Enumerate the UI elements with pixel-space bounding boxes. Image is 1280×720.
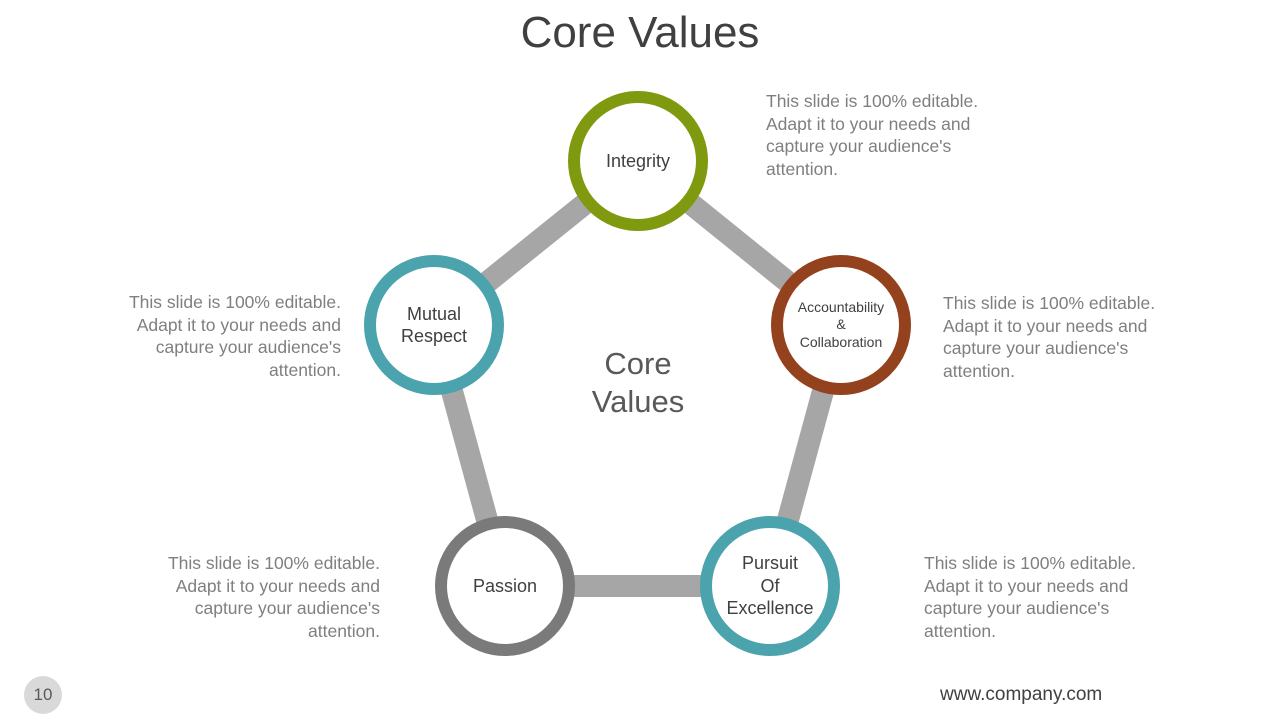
slide-title: Core Values xyxy=(520,8,760,57)
node-label-mutual: Mutual Respect xyxy=(400,303,468,347)
node-rings xyxy=(364,91,911,656)
ring-passion xyxy=(435,516,575,656)
website-url: www.company.com xyxy=(940,684,1103,705)
ring-integrity xyxy=(568,91,708,231)
node-label-passion: Passion xyxy=(472,576,538,596)
description-mutual: This slide is 100% editable. Adapt it to… xyxy=(128,292,341,380)
center-label: Core Values xyxy=(591,346,685,419)
ring-accountability xyxy=(771,255,911,395)
description-pursuit: This slide is 100% editable. Adapt it to… xyxy=(924,553,1137,641)
ring-pursuit xyxy=(700,516,840,656)
node-label-accountability: Accountability & Collaboration xyxy=(797,298,885,350)
node-label-integrity: Integrity xyxy=(605,151,671,171)
description-integrity: This slide is 100% editable. Adapt it to… xyxy=(766,91,979,179)
description-accountability: This slide is 100% editable. Adapt it to… xyxy=(943,293,1156,381)
node-label-pursuit: Pursuit Of Excellence xyxy=(726,553,814,619)
page-number-badge: 10 xyxy=(24,676,62,714)
description-passion: This slide is 100% editable. Adapt it to… xyxy=(167,553,380,641)
ring-mutual xyxy=(364,255,504,395)
